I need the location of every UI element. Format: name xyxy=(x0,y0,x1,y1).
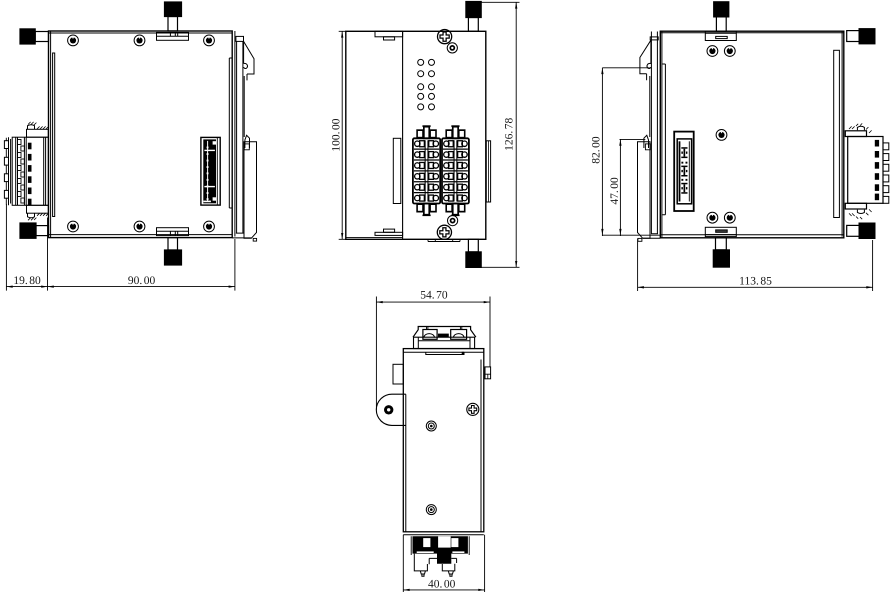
svg-text:82.00: 82.00 xyxy=(590,136,602,164)
svg-text:126.78: 126.78 xyxy=(504,117,516,150)
svg-text:19.80: 19.80 xyxy=(13,275,41,287)
svg-text:113.85: 113.85 xyxy=(739,275,772,287)
svg-text:90.00: 90.00 xyxy=(128,275,156,287)
svg-text:100.00: 100.00 xyxy=(330,118,342,151)
svg-text:47.00: 47.00 xyxy=(609,177,621,205)
svg-text:54.70: 54.70 xyxy=(420,289,448,301)
svg-text:40.00: 40.00 xyxy=(428,578,456,590)
